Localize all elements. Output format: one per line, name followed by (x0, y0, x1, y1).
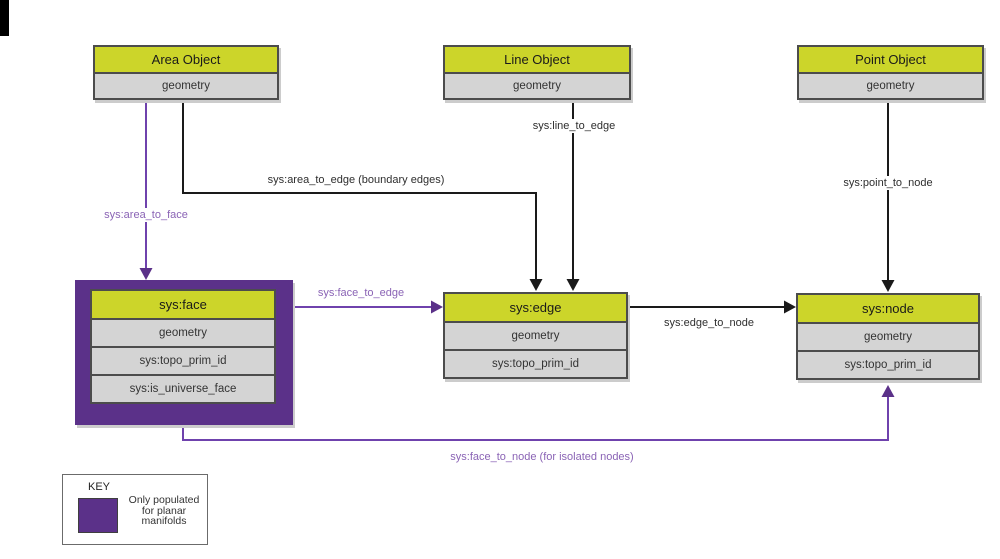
key-note-line: manifolds (141, 515, 187, 527)
attribute-row: geometry (92, 318, 274, 346)
key-note-line: Only populated (128, 494, 200, 506)
attribute-row: sys:is_universe_face (92, 374, 274, 402)
box-title: sys:face (92, 291, 274, 318)
attribute-row: geometry (445, 72, 629, 98)
key-note-line: for planar (141, 504, 187, 517)
label-point-to-node: sys:point_to_node (840, 176, 936, 190)
label-area-to-edge: sys:area_to_edge (boundary edges) (267, 174, 445, 186)
box-title: sys:edge (445, 294, 626, 321)
arrow-edge-to-node (628, 300, 796, 314)
box-title: Point Object (799, 47, 982, 72)
box-sys-edge: sys:edge geometry sys:topo_prim_id (443, 292, 628, 379)
label-face-to-node: sys:face_to_node (for isolated nodes) (450, 451, 634, 463)
attribute-row: sys:topo_prim_id (92, 346, 274, 374)
attribute-row: geometry (798, 322, 978, 350)
box-sys-face: sys:face geometry sys:topo_prim_id sys:i… (90, 289, 276, 404)
box-point-object: Point Object geometry (797, 45, 984, 100)
box-sys-node: sys:node geometry sys:topo_prim_id (796, 293, 980, 380)
box-title: Line Object (445, 47, 629, 72)
planar-manifold-frame: sys:face geometry sys:topo_prim_id sys:i… (75, 280, 293, 425)
key-title: KEY (88, 481, 111, 493)
box-line-object: Line Object geometry (443, 45, 631, 100)
attribute-row: sys:topo_prim_id (445, 349, 626, 377)
box-area-object: Area Object geometry (93, 45, 279, 100)
arrow-face-to-edge (293, 300, 443, 314)
purple-swatch (78, 498, 118, 533)
arrow-area-to-edge (182, 99, 543, 291)
label-face-to-edge: sys:face_to_edge (317, 287, 405, 299)
label-area-to-face: sys:area_to_face (101, 208, 191, 222)
attribute-row: geometry (95, 72, 277, 98)
box-title: Area Object (95, 47, 277, 72)
key-legend: KEY Only populated for planar manifolds (62, 474, 208, 545)
key-note: Only populated for planar manifolds (125, 495, 203, 527)
corner-mark (0, 0, 9, 36)
attribute-row: geometry (445, 321, 626, 349)
attribute-row: geometry (799, 72, 982, 98)
arrow-area-to-face (139, 99, 153, 280)
attribute-row: sys:topo_prim_id (798, 350, 978, 378)
box-title: sys:node (798, 295, 978, 322)
label-edge-to-node: sys:edge_to_node (664, 317, 754, 329)
arrow-face-to-node (182, 385, 895, 441)
label-line-to-edge: sys:line_to_edge (529, 119, 619, 133)
arrow-point-to-node (881, 99, 895, 292)
